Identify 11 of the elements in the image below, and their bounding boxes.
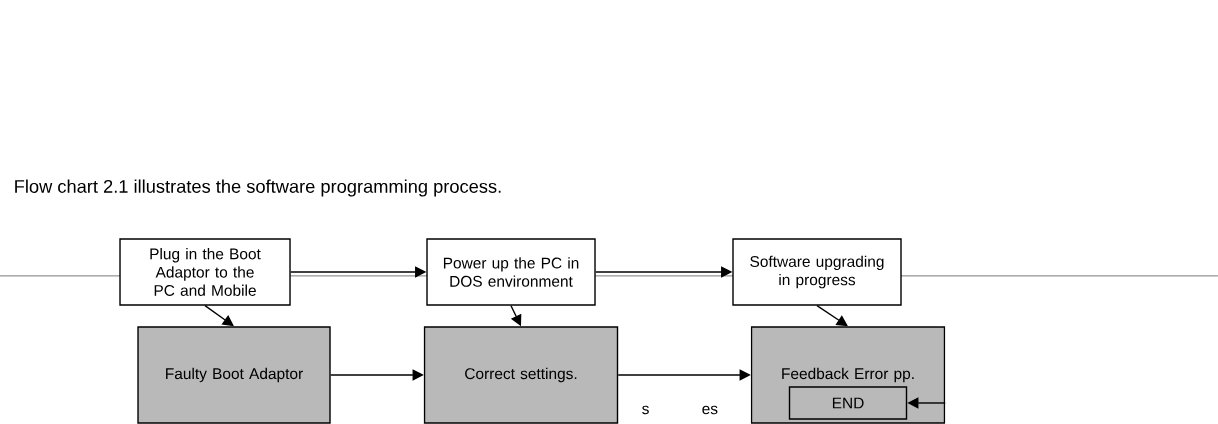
end-box: END bbox=[788, 386, 908, 420]
process-box: Software upgrading in progress bbox=[732, 238, 902, 306]
process-box: Plug in the Boot Adaptor to the PC and Mobile bbox=[119, 238, 291, 306]
arrow bbox=[816, 305, 848, 327]
result-box: Faulty Boot Adaptor bbox=[137, 326, 331, 424]
process-box: Power up the PC in DOS environment bbox=[426, 238, 596, 306]
fragment-text: s bbox=[642, 405, 649, 415]
caption-text: Flow chart 2.1 illustrates the software programming process. bbox=[15, 179, 501, 197]
result-box: Correct settings. bbox=[423, 326, 619, 424]
arrow bbox=[204, 305, 234, 327]
fragment-text: es bbox=[702, 405, 718, 415]
